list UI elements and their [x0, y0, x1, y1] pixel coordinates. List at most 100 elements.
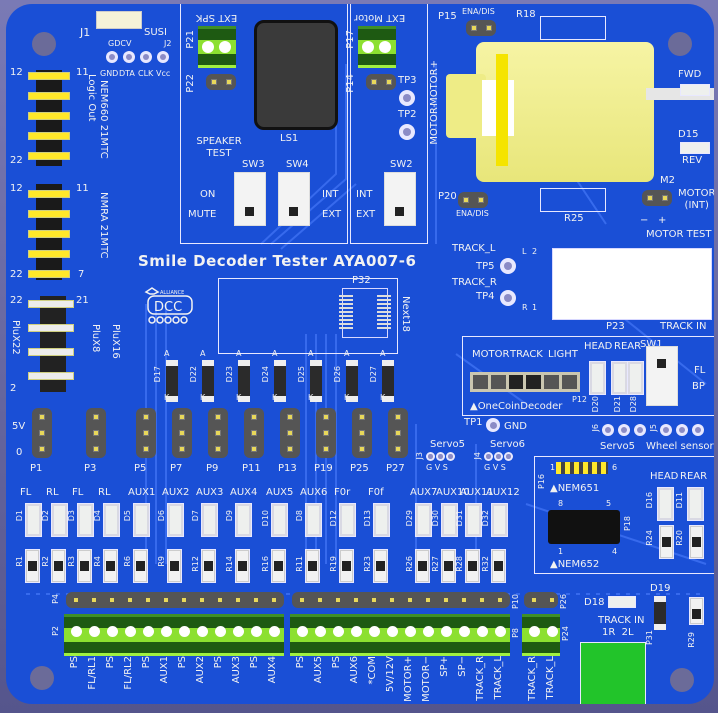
p15-ref: P15	[438, 11, 457, 22]
pad	[634, 424, 646, 436]
p2-terminal[interactable]	[64, 614, 284, 656]
p14-jumper[interactable]	[366, 74, 396, 90]
d21-ref: D21	[613, 396, 622, 413]
tp3-testpoint[interactable]	[399, 90, 415, 106]
terminal-label: AUX6	[349, 656, 360, 684]
motor-int-label: MOTOR (INT)	[678, 188, 714, 211]
p26-header[interactable]	[524, 592, 558, 608]
r24-resistor	[660, 526, 673, 558]
track-in-connector[interactable]	[580, 642, 646, 704]
p15-jumper[interactable]	[466, 20, 496, 36]
resistor-ref: R2	[41, 556, 50, 567]
tp4-testpoint[interactable]	[500, 290, 516, 306]
rail-header-p19[interactable]	[316, 408, 336, 458]
resistor-ref: R9	[157, 556, 166, 567]
pin	[444, 598, 448, 602]
pad	[106, 51, 118, 63]
rail-header-p27[interactable]	[388, 408, 408, 458]
function-label: F0r	[334, 487, 351, 498]
led-d7	[202, 504, 217, 536]
pin	[526, 375, 542, 389]
pad	[504, 452, 513, 461]
rail-header-ref: P11	[242, 463, 261, 474]
pad-row	[28, 92, 70, 100]
p8-terminal[interactable]	[290, 614, 510, 656]
rail-header-p25[interactable]	[352, 408, 372, 458]
pad	[484, 452, 493, 461]
pad	[157, 51, 169, 63]
d11-ref: D11	[675, 492, 684, 509]
pin	[146, 598, 150, 602]
p20-ena-dis: ENA/DIS	[456, 209, 489, 218]
p10-header[interactable]	[292, 592, 510, 608]
sw4-switch[interactable]	[278, 172, 310, 226]
tp2-testpoint[interactable]	[399, 124, 415, 140]
nem660-pin12: 12	[10, 67, 23, 78]
function-label: AUX12	[486, 487, 520, 498]
nem652-connector[interactable]	[548, 510, 620, 544]
tp5-testpoint[interactable]	[500, 258, 516, 274]
screw-hole	[107, 626, 118, 637]
terminal-label: PS	[295, 656, 306, 669]
screw-hole	[161, 626, 172, 637]
rail-header-p3[interactable]	[86, 408, 106, 458]
m2-header[interactable]	[642, 190, 672, 206]
tp2-ref: TP2	[398, 109, 417, 120]
m2-minus: −	[640, 215, 649, 226]
pin	[254, 598, 258, 602]
function-label: AUX5	[266, 487, 294, 498]
pin	[300, 598, 304, 602]
led-d30	[442, 504, 457, 536]
j2-pin-dta: DTA	[119, 69, 135, 78]
speaker-ls1[interactable]	[254, 20, 338, 130]
terminal-label: MOTOR+	[403, 656, 414, 702]
function-label: RL	[46, 487, 59, 498]
screw-hole	[125, 626, 136, 637]
servo6-header[interactable]	[484, 452, 514, 462]
function-label: AUX2	[162, 487, 190, 498]
pad-row	[28, 372, 74, 380]
resistor-r19	[340, 550, 353, 582]
next18-connector[interactable]	[339, 288, 391, 338]
rail-header-p13[interactable]	[280, 408, 300, 458]
rail-header-ref: P1	[30, 463, 43, 474]
rail-header-ref: P19	[314, 463, 333, 474]
j6-servo5-header[interactable]	[602, 424, 652, 438]
logic-out-label: Logic Out	[86, 74, 97, 122]
ext-spk-terminal[interactable]	[198, 26, 236, 68]
onecoin-connector[interactable]	[470, 372, 580, 392]
pin	[386, 79, 392, 85]
track-pin2: 2	[532, 247, 538, 256]
ext-motor-terminal[interactable]	[358, 26, 396, 68]
pin	[287, 446, 293, 452]
rail-header-p9[interactable]	[208, 408, 228, 458]
sw2-switch[interactable]	[384, 172, 416, 226]
rear-label: REAR	[614, 341, 642, 352]
p22-jumper[interactable]	[206, 74, 236, 90]
wheel-sensor-label: Wheel sensor	[646, 441, 714, 452]
rail-header-p1[interactable]	[32, 408, 52, 458]
sw1-switch[interactable]	[646, 346, 678, 406]
resistor-ref: R32	[481, 556, 490, 572]
p4-header[interactable]	[66, 592, 284, 608]
pin	[39, 446, 45, 452]
p20-jumper[interactable]	[458, 192, 488, 208]
servo5-header[interactable]	[426, 452, 456, 462]
j5-wheel-sensor-header[interactable]	[660, 424, 710, 438]
sw3-switch[interactable]	[234, 172, 266, 226]
rail-header-p11[interactable]	[244, 408, 264, 458]
nem651-connector[interactable]	[556, 462, 608, 474]
anode-mark: A	[272, 349, 278, 358]
resistor-r3	[78, 550, 91, 582]
rail-header-p7[interactable]	[172, 408, 192, 458]
ext-motor-label: EXT Motor	[354, 12, 406, 23]
rail-header-p5[interactable]	[136, 408, 156, 458]
d19-ref: D19	[650, 583, 671, 594]
j2-header[interactable]	[104, 51, 172, 65]
susi-connector[interactable]	[96, 11, 142, 29]
track-in-bottom-label: TRACK IN	[598, 615, 645, 626]
p23-track-in-connector[interactable]	[552, 248, 712, 320]
tp1-testpoint[interactable]	[486, 418, 500, 432]
p14-ref: P14	[345, 74, 356, 93]
function-label: AUX7	[410, 487, 438, 498]
